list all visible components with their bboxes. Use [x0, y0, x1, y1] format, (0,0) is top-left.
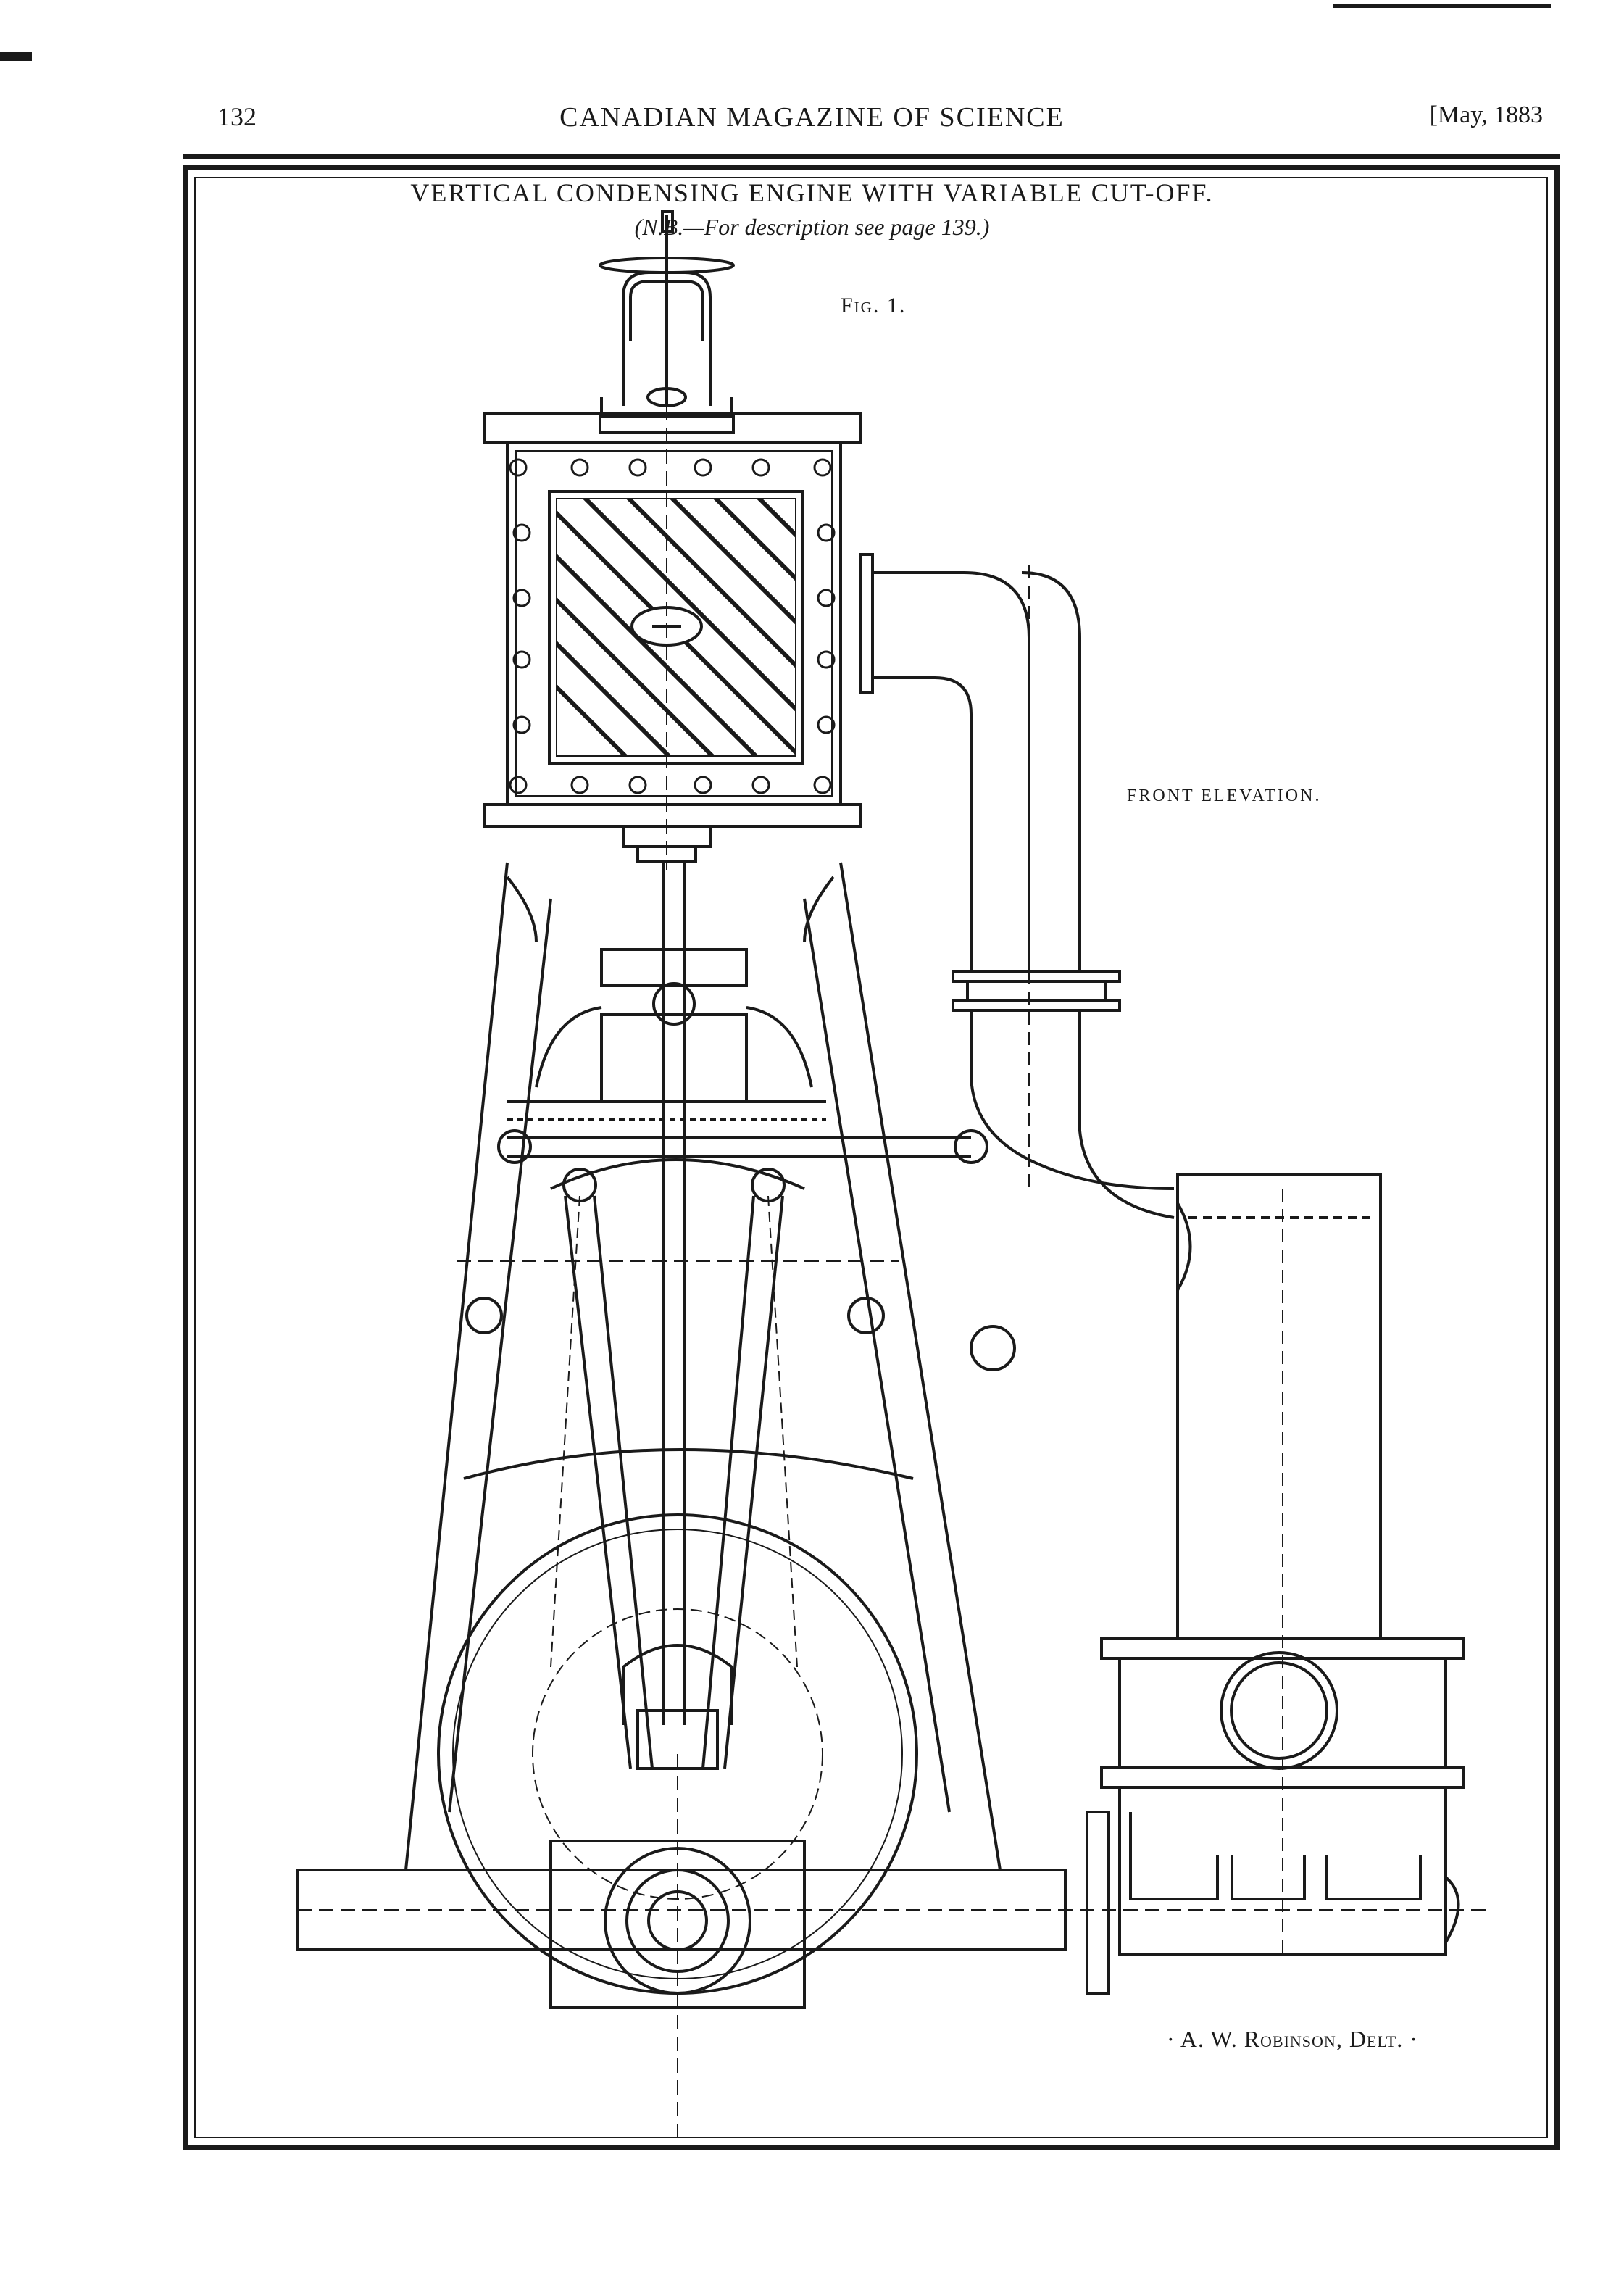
condenser	[1086, 1173, 1465, 1995]
issue-date: [May, 1883	[1429, 101, 1543, 128]
exhaust-pipe	[859, 553, 1175, 1219]
scan-edge-line	[1333, 4, 1551, 8]
figure-label: Fig. 1.	[841, 294, 907, 317]
connecting-rods	[550, 861, 798, 1769]
view-label: FRONT ELEVATION.	[1127, 786, 1322, 805]
valve-chest	[483, 412, 862, 863]
plate-title: VERTICAL CONDENSING ENGINE WITH VARIABLE…	[410, 178, 1214, 207]
page-number: 132	[217, 102, 257, 131]
plate-note: (N.B.—For description see page 139.)	[634, 214, 990, 240]
draughtsman-credit: · A. W. Robinson, Delt. ·	[1167, 2026, 1418, 2052]
plate-frame	[183, 165, 1560, 2150]
flywheel	[437, 1513, 918, 2138]
header-rule	[183, 154, 1560, 159]
handwheel	[599, 210, 735, 434]
scan-edge-mark	[0, 52, 32, 61]
running-title: CANADIAN MAGAZINE OF SCIENCE	[559, 102, 1065, 133]
crosshead	[465, 948, 1016, 1371]
plate-frame-inner	[194, 177, 1548, 2138]
page-header: 132 CANADIAN MAGAZINE OF SCIENCE [May, 1…	[0, 101, 1624, 145]
